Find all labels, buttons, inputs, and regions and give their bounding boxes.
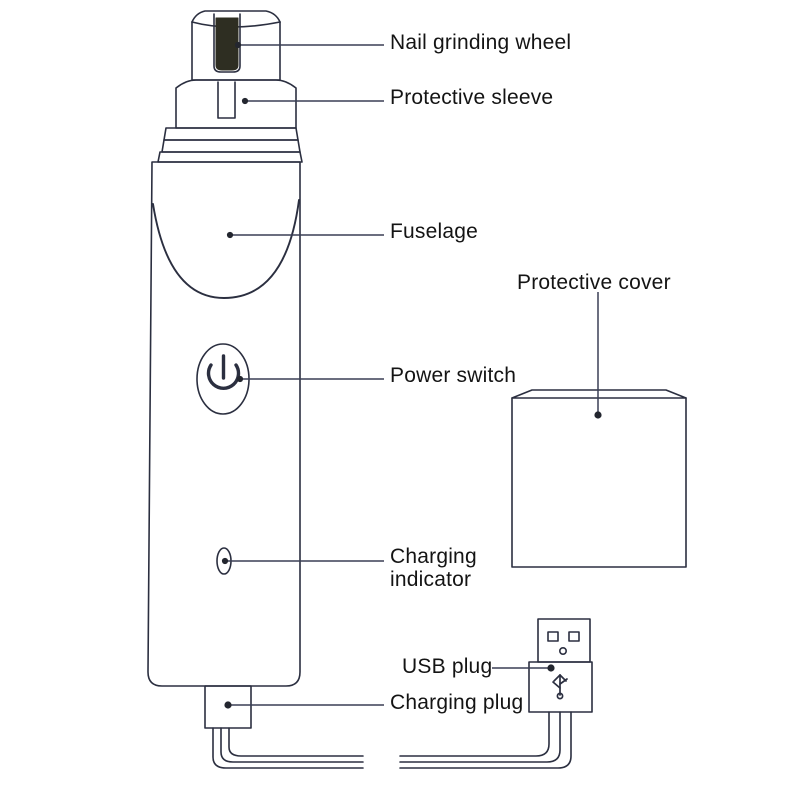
- label-nail-grinding-wheel: Nail grinding wheel: [390, 31, 572, 54]
- fuselage-shading-curve: [152, 199, 300, 299]
- protective-cover-top-face: [511, 389, 687, 399]
- dot-protective-sleeve: [241, 97, 249, 105]
- protective-sleeve-tab: [217, 81, 236, 119]
- dot-power-switch: [236, 375, 244, 383]
- collar-ring-upper: [163, 127, 299, 141]
- dot-charging-indicator: [221, 557, 229, 565]
- power-icon-arc: [206, 363, 241, 390]
- protective-cover-front-face: [511, 397, 687, 568]
- collar-rings-group: [157, 127, 303, 163]
- usb-cable-b: [399, 711, 561, 763]
- usb-cable-c: [399, 711, 572, 769]
- grinding-wheel-slot-outline: [213, 13, 241, 73]
- label-power-switch: Power switch: [390, 364, 517, 387]
- callout-dots: [221, 41, 602, 709]
- label-usb-plug: USB plug: [402, 655, 493, 678]
- usb-tip-hole-left: [547, 631, 559, 642]
- label-fuselage: Fuselage: [390, 220, 478, 243]
- usb-plug-group: [399, 618, 593, 769]
- label-charging-plug: Charging plug: [390, 691, 524, 714]
- charging-plug-cable-a: [212, 727, 364, 769]
- usb-trident-icon: [552, 674, 568, 700]
- grinding-head-top-rim: [191, 10, 281, 23]
- collar-ring-lower: [161, 139, 301, 153]
- usb-tip-hole-right: [568, 631, 580, 642]
- dot-nail-grinding-wheel: [234, 41, 242, 49]
- protective-cover-group: [511, 389, 687, 568]
- fuselage-group: [147, 161, 301, 687]
- protective-sleeve-body: [175, 79, 297, 129]
- charging-plug-body: [204, 685, 252, 729]
- charging-plug-cable-b: [220, 727, 364, 763]
- label-charging-indicator-line2: indicator: [390, 568, 472, 591]
- label-charging-indicator-line1: Charging: [390, 545, 477, 568]
- dot-usb-plug: [547, 664, 555, 672]
- fuselage-outline: [147, 161, 301, 687]
- dot-fuselage: [226, 231, 234, 239]
- charging-plug-group: [204, 685, 364, 769]
- usb-tip-dot: [558, 646, 567, 655]
- callout-leader-lines: [225, 44, 599, 706]
- usb-metal-tip: [537, 618, 591, 663]
- dot-protective-cover: [594, 411, 602, 419]
- dot-charging-plug: [224, 701, 232, 709]
- collar-seat: [157, 151, 303, 163]
- label-protective-cover: Protective cover: [517, 271, 671, 294]
- nail-grinding-wheel-abrasive: [215, 17, 239, 71]
- usb-cable-a: [399, 711, 550, 757]
- label-protective-sleeve: Protective sleeve: [390, 86, 554, 109]
- charging-plug-cable-c: [228, 727, 364, 757]
- protective-sleeve-group: [175, 79, 297, 129]
